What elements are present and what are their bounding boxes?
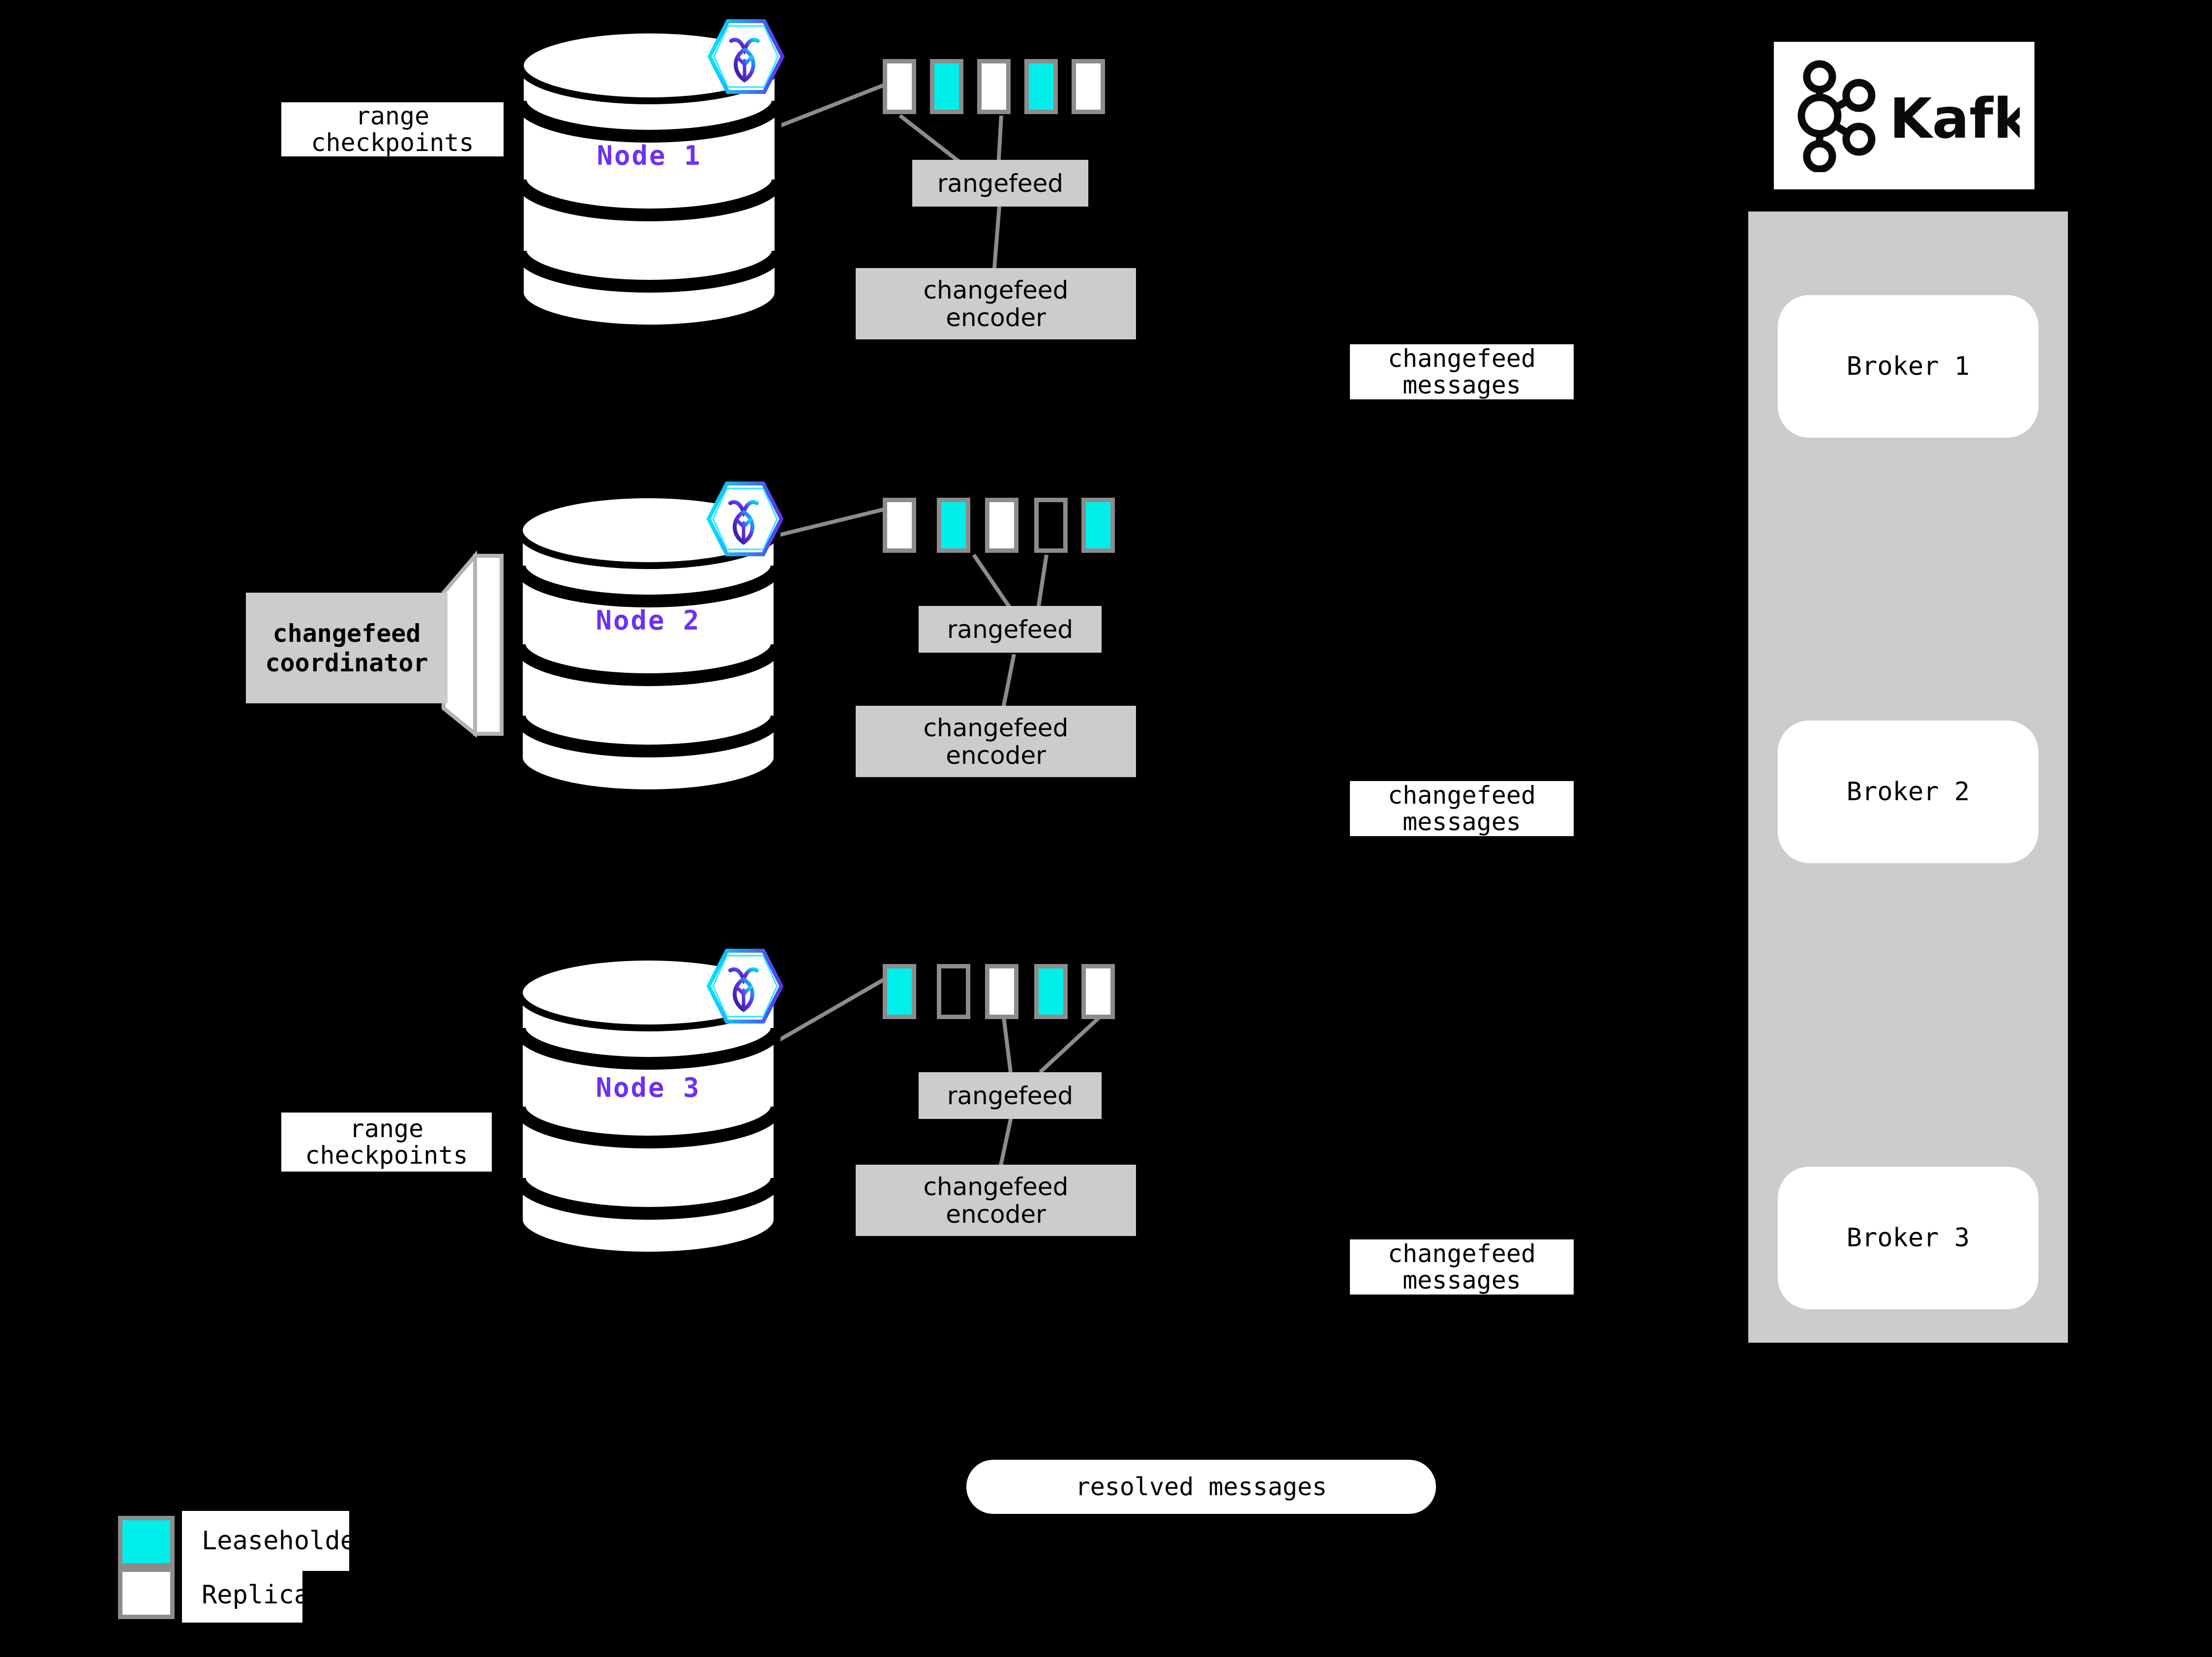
node-3-rangefeed-box[interactable]: rangefeed: [919, 1072, 1102, 1119]
node-2-label: Node 2: [596, 605, 701, 636]
legend-item-text: Leaseholder: [202, 1526, 349, 1556]
range-checkpoints-line-1: range: [349, 1115, 424, 1143]
changefeed-messages-line-1: changefeed: [1387, 781, 1536, 810]
encoder-label-line-2: encoder: [946, 303, 1046, 332]
range-box-leaseholder[interactable]: [930, 59, 963, 114]
node-3-changefeed-encoder-box[interactable]: changefeed encoder: [856, 1165, 1136, 1236]
coordinator-label-line-1: changefeed: [272, 619, 421, 648]
range-checkpoints-line-1: range: [355, 102, 430, 130]
changefeed-messages-label-2: changefeed messages: [1350, 781, 1574, 836]
node-2-changefeed-encoder-box[interactable]: changefeed encoder: [856, 706, 1136, 777]
changefeed-coordinator-callout[interactable]: changefeed coordinator: [246, 541, 521, 748]
range-box-replica[interactable]: [985, 498, 1018, 553]
range-checkpoints-line-2: checkpoints: [305, 1141, 468, 1170]
kafka-wordmark: Kafka: [1889, 87, 2020, 151]
node-3-range-checkpoints-label: range checkpoints: [281, 1113, 492, 1172]
broker-3-node[interactable]: Broker 3: [1778, 1167, 2038, 1309]
range-box-replica[interactable]: [1081, 964, 1115, 1019]
range-checkpoints-line-2: checkpoints: [311, 128, 474, 156]
changefeed-messages-line-2: messages: [1403, 371, 1521, 399]
legend-swatch-leaseholder: [118, 1516, 175, 1567]
range-box-empty[interactable]: [1034, 498, 1068, 553]
kafka-logo-icon: Kafka: [1797, 60, 2020, 172]
cockroachdb-logo-icon: [704, 17, 785, 96]
node-1-rangefeed-box[interactable]: rangefeed: [912, 160, 1088, 207]
broker-label: Broker 1: [1846, 352, 1970, 381]
legend-label-leaseholder: Leaseholder: [182, 1511, 349, 1571]
node-3-label: Node 3: [596, 1072, 701, 1103]
node-1-changefeed-encoder-box[interactable]: changefeed encoder: [856, 268, 1136, 339]
changefeed-messages-label-3: changefeed messages: [1350, 1239, 1574, 1295]
broker-label: Broker 2: [1846, 777, 1970, 807]
changefeed-messages-line-2: messages: [1403, 1266, 1521, 1295]
changefeed-messages-line-1: changefeed: [1387, 1239, 1536, 1268]
range-box-replica[interactable]: [977, 59, 1011, 114]
kafka-inbound-arrowhead: [2068, 331, 2100, 348]
range-box-empty[interactable]: [937, 964, 970, 1019]
changefeed-messages-label-1: changefeed messages: [1350, 344, 1574, 399]
encoder-label-line-1: changefeed: [923, 713, 1069, 742]
node-1-label: Node 1: [597, 140, 702, 171]
rangefeed-label: rangefeed: [947, 615, 1074, 644]
range-box-replica[interactable]: [883, 59, 916, 114]
range-box-leaseholder[interactable]: [1034, 964, 1068, 1019]
broker-label: Broker 3: [1846, 1223, 1970, 1253]
rangefeed-label: rangefeed: [937, 169, 1064, 198]
node-1-range-checkpoints-label: range checkpoints: [281, 102, 504, 156]
encoder-label-line-1: changefeed: [923, 275, 1069, 304]
range-box-leaseholder[interactable]: [1081, 498, 1115, 553]
range-box-leaseholder[interactable]: [883, 964, 916, 1019]
kafka-logo-plate: Kafka: [1774, 42, 2034, 189]
changefeed-messages-line-2: messages: [1403, 808, 1521, 836]
resolved-messages-label: resolved messages: [1075, 1473, 1327, 1501]
range-box-replica[interactable]: [985, 964, 1018, 1019]
legend-item-text: Replica: [202, 1580, 302, 1610]
legend-swatch-replica: [118, 1567, 175, 1619]
changefeed-messages-line-1: changefeed: [1387, 344, 1536, 373]
coordinator-label-line-2: coordinator: [265, 648, 428, 677]
legend-label-replica: Replica: [182, 1567, 302, 1623]
encoder-label-line-1: changefeed: [923, 1172, 1069, 1201]
cockroachdb-logo-icon: [703, 947, 784, 1025]
broker-1-node[interactable]: Broker 1: [1778, 295, 2038, 438]
node-2-rangefeed-box[interactable]: rangefeed: [919, 606, 1102, 653]
encoder-label-line-2: encoder: [946, 1200, 1046, 1229]
encoder-label-line-2: encoder: [946, 741, 1046, 770]
rangefeed-label: rangefeed: [947, 1081, 1074, 1110]
resolved-messages-pill: resolved messages: [966, 1460, 1436, 1514]
broker-2-node[interactable]: Broker 2: [1778, 721, 2038, 863]
cockroachdb-logo-icon: [703, 480, 784, 558]
range-box-leaseholder[interactable]: [1024, 59, 1058, 114]
range-box-replica[interactable]: [883, 498, 916, 553]
range-box-leaseholder[interactable]: [937, 498, 970, 553]
range-box-replica[interactable]: [1072, 59, 1105, 114]
